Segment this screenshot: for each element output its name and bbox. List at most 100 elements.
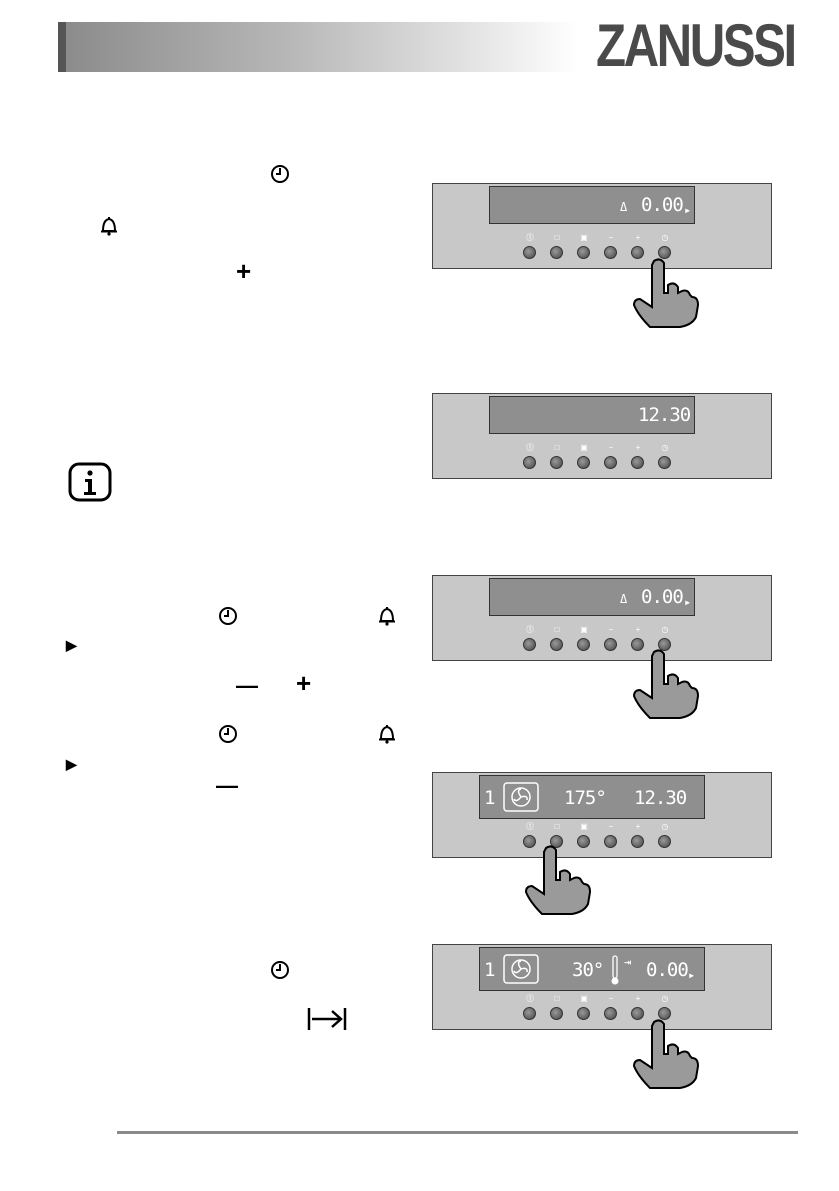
arrow-icon-2: ▶ [66,756,77,772]
control-buttons: ⓵ □ ▣ − + ◷ [523,444,673,470]
pointing-hand-icon [632,258,700,328]
end-time-icon [307,1008,347,1030]
function-button[interactable] [550,456,563,469]
btn-symbol-clock: ◷ [661,443,669,452]
program-button[interactable] [577,835,590,848]
pointing-hand-icon [632,649,700,719]
function-button[interactable] [550,835,563,848]
program-button[interactable] [577,1007,590,1020]
display-time: 0.00 [646,959,689,981]
on-off-button[interactable] [523,835,536,848]
display-temperature: 175° [564,787,607,809]
header-edge-mark [58,22,66,72]
btn-symbol-function: □ [554,994,560,1003]
pointing-hand-icon [524,845,592,915]
btn-symbol-program: ▣ [580,994,588,1003]
btn-symbol-plus: + [635,233,641,242]
bell-icon [101,217,117,236]
on-off-button[interactable] [523,246,536,259]
btn-symbol-program: ▣ [580,233,588,242]
control-buttons: ⓵ □ ▣ − + ◷ [523,626,673,652]
brand-logo: ZANUSSI [596,12,797,79]
btn-symbol-minus: − [608,443,614,452]
plus-icon: + [236,256,252,286]
minus-button[interactable] [604,638,617,651]
oven-display: 1 30° ⇥ 0.00 ▸ [479,947,705,991]
arrow-icon: ▶ [66,637,77,653]
display-marker: ▸ [688,968,695,982]
minus-button[interactable] [604,1007,617,1020]
on-off-button[interactable] [523,638,536,651]
function-button[interactable] [550,638,563,651]
btn-symbol-plus: + [635,443,641,452]
plus-button[interactable] [631,835,644,848]
clock-button[interactable] [658,835,671,848]
btn-symbol-plus: + [635,994,641,1003]
btn-symbol-minus: − [608,625,614,634]
clock-button[interactable] [658,638,671,651]
clock-button[interactable] [658,1007,671,1020]
clock-button[interactable] [658,456,671,469]
oven-display: Δ 0.00 ▸ [489,186,695,224]
clock-icon [271,165,289,183]
btn-symbol-minus: − [608,994,614,1003]
info-icon [68,462,112,502]
display-level: 1 [484,959,495,981]
display-time: 12.30 [638,404,691,426]
oven-panel-1: Δ 0.00 ▸ ⓵ □ ▣ − + ◷ [432,183,772,269]
plus-button[interactable] [631,246,644,259]
function-button[interactable] [550,246,563,259]
minus-icon: — [236,673,258,698]
btn-symbol-program: ▣ [580,822,588,831]
minus-button[interactable] [604,835,617,848]
btn-symbol-program: ▣ [580,625,588,634]
display-level: 1 [484,787,495,809]
on-off-button[interactable] [523,1007,536,1020]
plus-icon-2: + [296,668,312,698]
display-time: 0.00 [641,586,684,608]
btn-symbol-minus: − [608,233,614,242]
btn-symbol-function: □ [554,233,560,242]
display-time: 0.00 [641,194,684,216]
plus-button[interactable] [631,1007,644,1020]
clock-button[interactable] [658,246,671,259]
oven-panel-3: Δ 0.00 ▸ ⓵ □ ▣ − + ◷ [432,575,772,661]
btn-symbol-plus: + [635,625,641,634]
bell-indicator: Δ [620,200,627,214]
minus-button[interactable] [604,456,617,469]
clock-icon-3 [219,725,237,743]
function-button[interactable] [550,1007,563,1020]
plus-button[interactable] [631,638,644,651]
display-marker: ▸ [684,203,691,217]
oven-panel-4: 1 175° 12.30 ⓵ □ ▣ − + ◷ [432,772,772,858]
btn-symbol-on: ⓵ [526,233,534,242]
thermometer-icon [611,955,619,985]
btn-symbol-minus: − [608,822,614,831]
oven-panel-2: 12.30 ⓵ □ ▣ − + ◷ [432,393,772,479]
on-off-button[interactable] [523,456,536,469]
minus-icon-2: — [216,773,238,798]
btn-symbol-function: □ [554,443,560,452]
btn-symbol-clock: ◷ [661,233,669,242]
plus-button[interactable] [631,456,644,469]
fan-function-icon [503,782,539,812]
clock-icon-4 [271,961,289,979]
btn-symbol-plus: + [635,822,641,831]
control-buttons: ⓵ □ ▣ − + ◷ [523,995,673,1021]
btn-symbol-on: ⓵ [526,994,534,1003]
bell-icon-3 [379,725,395,744]
btn-symbol-on: ⓵ [526,822,534,831]
display-marker: ▸ [684,595,691,609]
minus-button[interactable] [604,246,617,259]
program-button[interactable] [577,246,590,259]
btn-symbol-clock: ◷ [661,994,669,1003]
program-button[interactable] [577,638,590,651]
btn-symbol-on: ⓵ [526,443,534,452]
btn-symbol-function: □ [554,822,560,831]
display-temperature: 30° [572,959,604,981]
program-button[interactable] [577,456,590,469]
bell-icon-2 [379,607,395,626]
pointing-hand-icon [632,1019,700,1089]
fan-function-icon [503,954,539,984]
btn-symbol-on: ⓵ [526,625,534,634]
